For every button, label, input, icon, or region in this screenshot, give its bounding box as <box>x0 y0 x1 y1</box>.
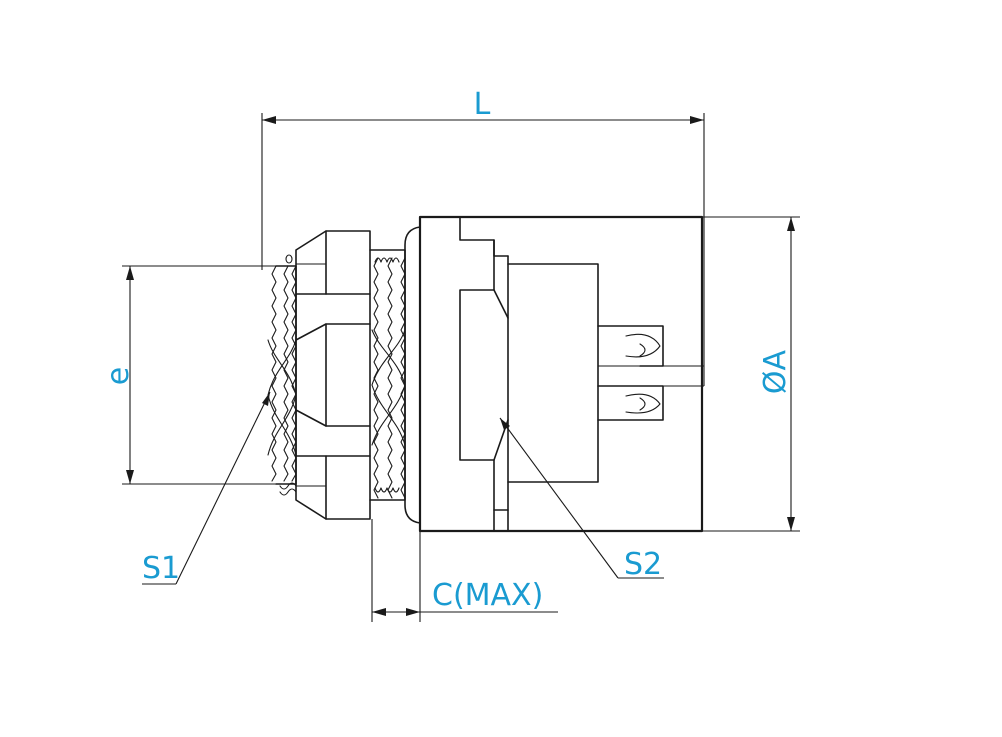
label-L: L <box>474 87 491 122</box>
dimension-e <box>122 265 282 485</box>
label-e: e <box>101 367 136 385</box>
label-S2: S2 <box>624 547 662 582</box>
leader-S2 <box>499 417 664 579</box>
label-A: ØA <box>758 349 793 394</box>
hex-nut <box>295 230 371 520</box>
label-C: C(MAX) <box>432 578 543 613</box>
dimension-A <box>702 216 800 532</box>
housing-body <box>418 215 704 533</box>
label-S1: S1 <box>142 551 180 586</box>
dimension-C <box>371 519 558 622</box>
thread-section <box>369 226 421 524</box>
leader-S1 <box>142 391 271 585</box>
dimension-L <box>261 113 705 387</box>
threaded-shank <box>267 254 297 496</box>
